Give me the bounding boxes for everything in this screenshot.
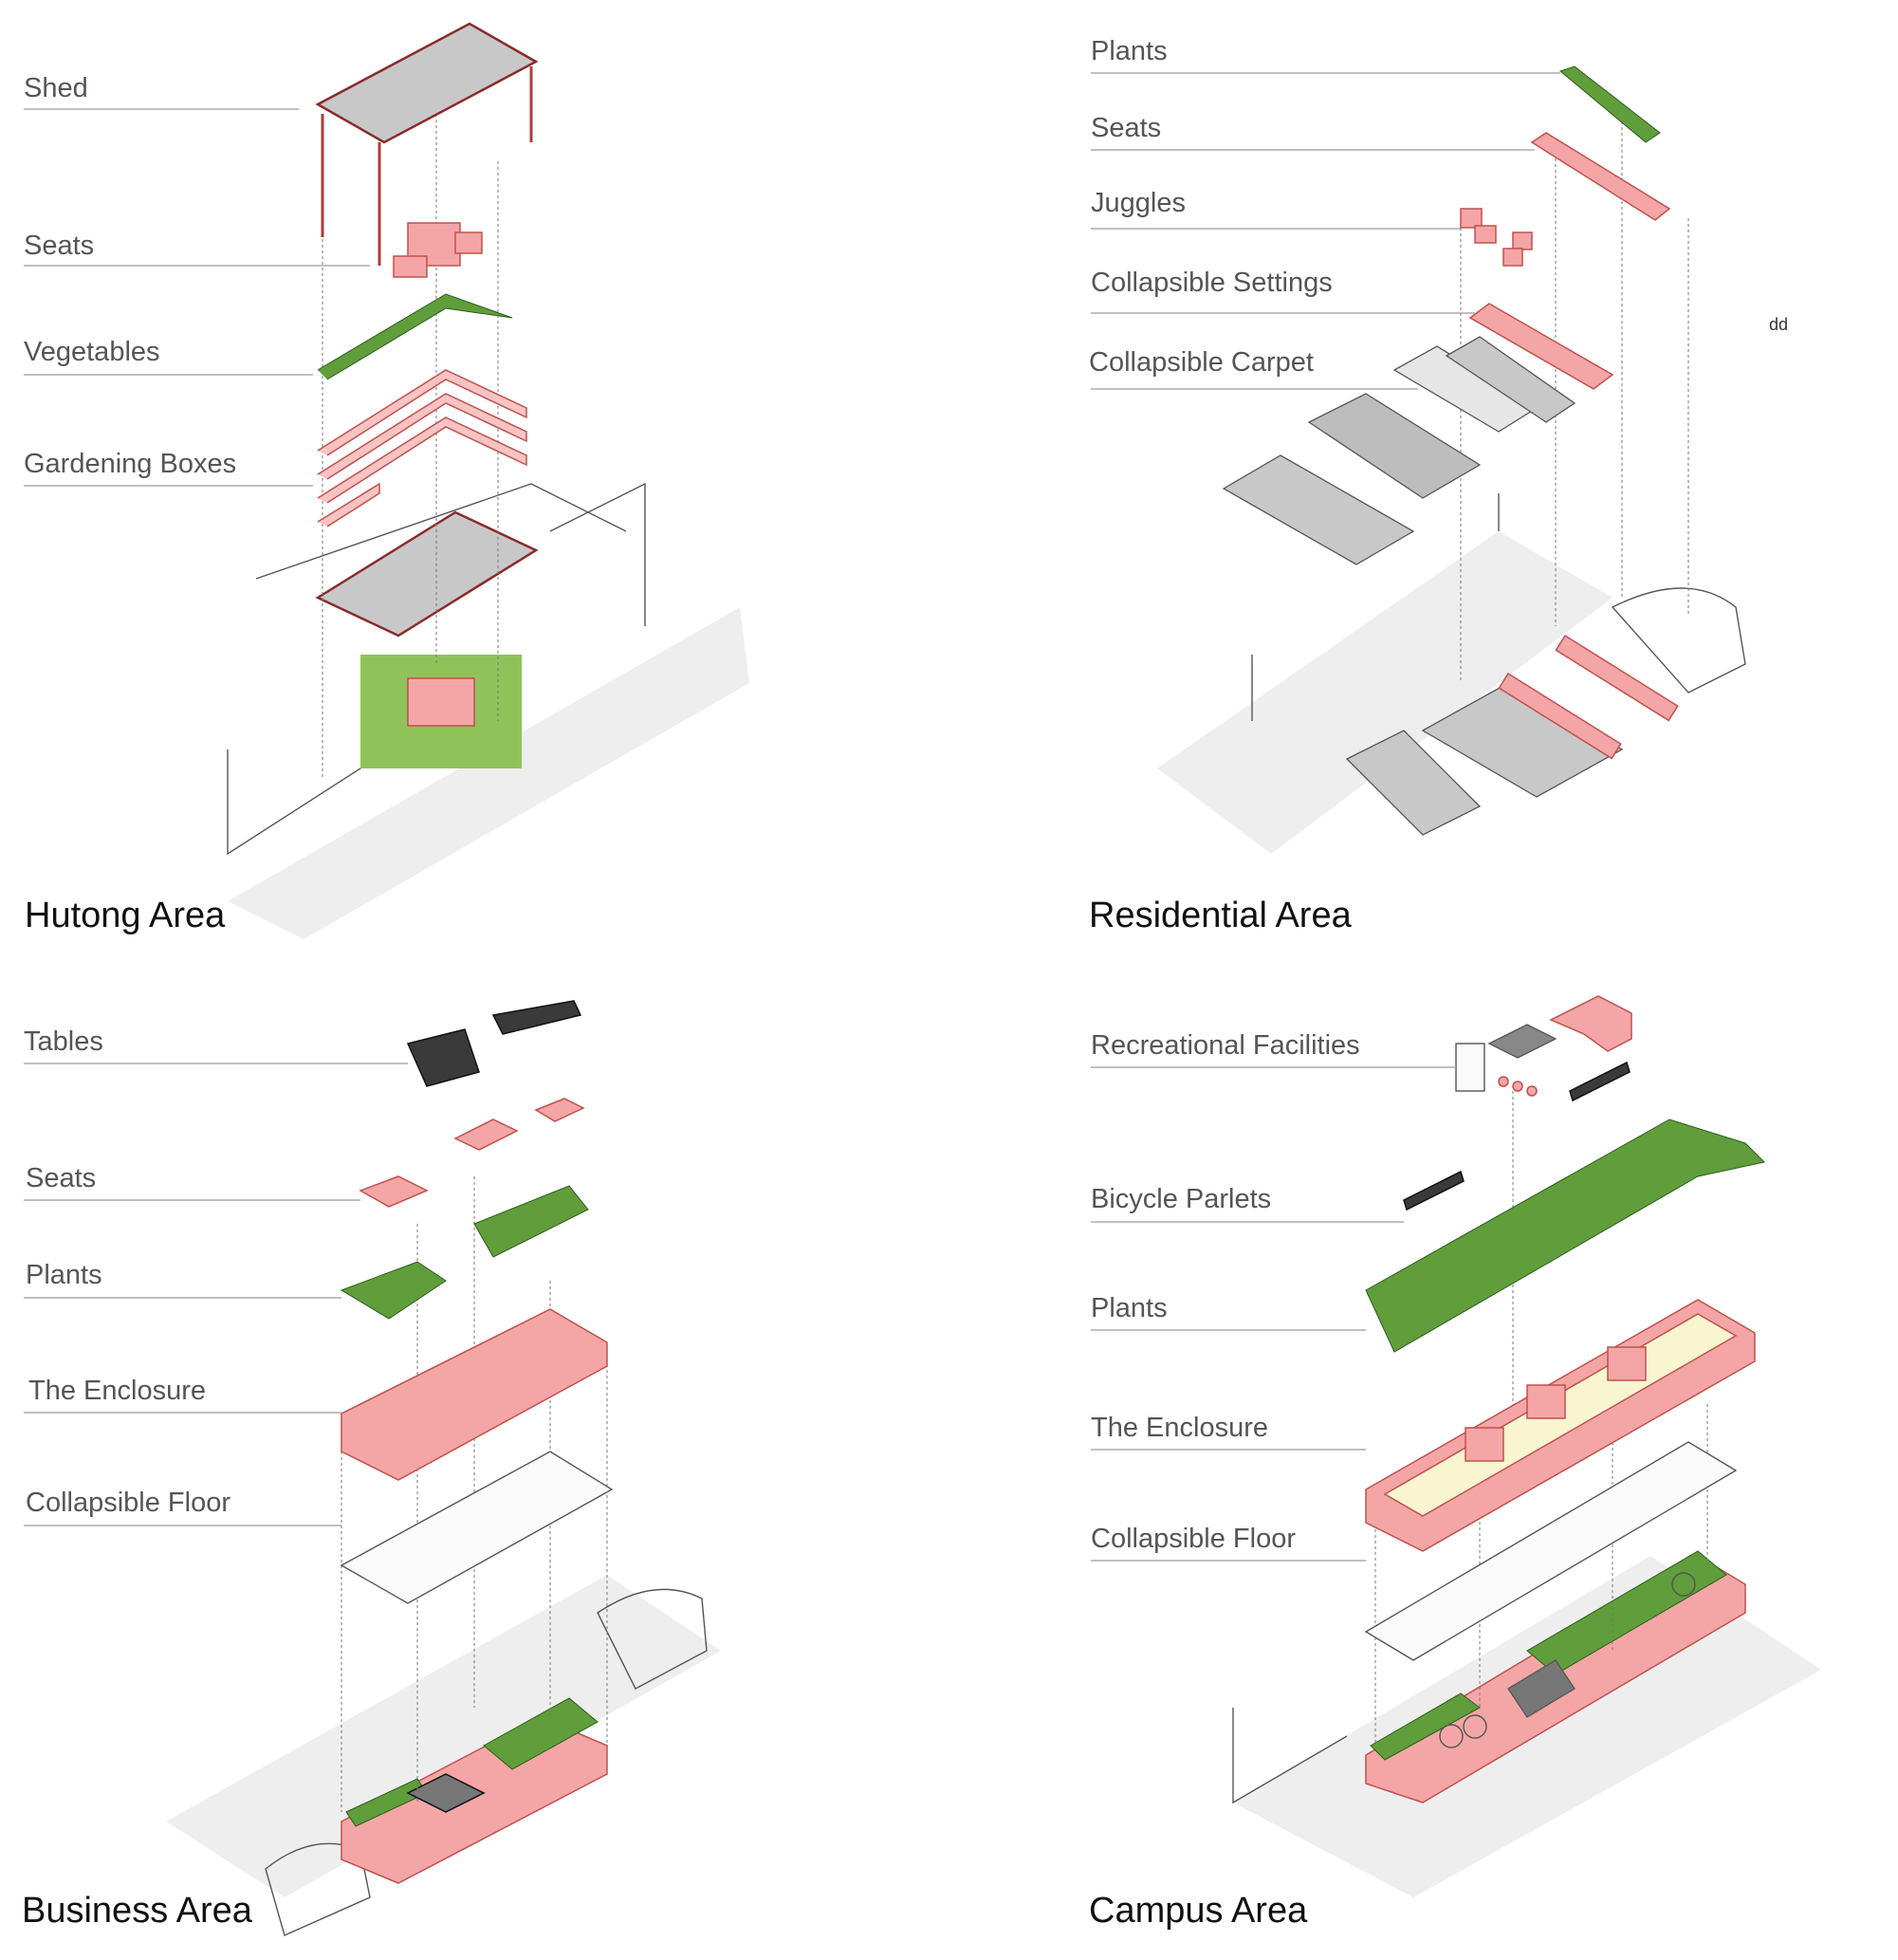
residential-ground [1157,531,1612,854]
campus-title: Campus Area [1089,1891,1307,1932]
campus-recreation-cabinet [1456,1044,1484,1091]
business-label-enclosure: The Enclosure [28,1376,206,1407]
campus-recreation-block [1551,996,1631,1051]
residential-label-juggles: Juggles [1091,188,1186,219]
hutong-seat-block-3 [455,232,482,253]
campus-recreation-shelter [1489,1025,1556,1058]
hutong-label-seats: Seats [24,231,94,262]
hutong-label-vegetables: Vegetables [24,337,160,368]
business-seat-1 [360,1176,427,1207]
hutong-label-gardening-boxes: Gardening Boxes [24,449,236,480]
business-plants-right [474,1186,588,1257]
hutong-vegetables [318,294,512,379]
residential-juggle-3 [1513,232,1532,250]
business-label-tables: Tables [24,1026,103,1058]
hutong-exploded-diagram [0,0,949,973]
hutong-shed [318,24,536,142]
business-seat-2 [455,1119,517,1150]
campus-enclosure [1366,1300,1755,1551]
hutong-seat-block-2 [394,256,427,277]
campus-label-bicycle-parlets: Bicycle Parlets [1091,1184,1271,1215]
campus-recreation-stool-2 [1513,1082,1522,1091]
residential-plants [1560,66,1660,142]
business-table-2 [493,1001,580,1034]
residential-title: Residential Area [1089,896,1352,936]
residential-juggle-4 [1503,249,1522,266]
hutong-base-seat [408,678,474,726]
residential-mark-dd: dd [1769,315,1788,335]
residential-label-collapsible-settings: Collapsible Settings [1091,268,1333,299]
campus-exploded-diagram [1081,987,1897,1947]
business-seat-3 [536,1099,583,1121]
business-table-1 [408,1029,479,1086]
hutong-title: Hutong Area [25,896,225,936]
residential-label-plants: Plants [1091,36,1168,67]
campus-label-plants: Plants [1091,1293,1168,1324]
residential-ground-planter-2 [1556,636,1677,720]
business-collapsible-floor [341,1452,612,1603]
hutong-base-shed [318,512,536,636]
residential-carpet-folded [1309,394,1480,498]
campus-label-recreational-facilities: Recreational Facilities [1091,1030,1360,1062]
hutong-gardening-boxes [318,370,526,527]
business-plants-left [341,1262,446,1319]
campus-label-collapsible-floor: Collapsible Floor [1091,1524,1296,1555]
panel-business: Tables Seats Plants The Enclosure Collap… [0,987,949,1960]
business-enclosure [341,1309,607,1480]
business-exploded-diagram [0,987,949,1947]
campus-recreation-stool-1 [1499,1077,1508,1086]
business-title: Business Area [22,1891,252,1932]
panel-residential: Plants Seats Juggles Collapsible Setting… [1081,0,1898,973]
residential-exploded-diagram [1081,0,1897,973]
campus-bicycle-parlet-2 [1570,1063,1630,1100]
residential-label-collapsible-carpet: Collapsible Carpet [1089,347,1314,379]
residential-juggle-1 [1461,209,1482,228]
campus-recreation-stool-3 [1527,1086,1537,1096]
residential-juggle-2 [1475,226,1496,243]
campus-bicycle-parlet-1 [1404,1172,1464,1210]
business-label-seats: Seats [26,1163,96,1194]
residential-seat-bench [1532,133,1669,220]
business-label-collapsible-floor: Collapsible Floor [26,1488,230,1519]
panel-campus: Recreational Facilities Bicycle Parlets … [1081,987,1898,1960]
hutong-label-shed: Shed [24,73,88,104]
panel-hutong: Shed Seats Vegetables Gardening Boxes Hu… [0,0,949,973]
campus-label-enclosure: The Enclosure [1091,1413,1268,1444]
residential-label-seats: Seats [1091,113,1161,144]
business-label-plants: Plants [26,1260,102,1291]
